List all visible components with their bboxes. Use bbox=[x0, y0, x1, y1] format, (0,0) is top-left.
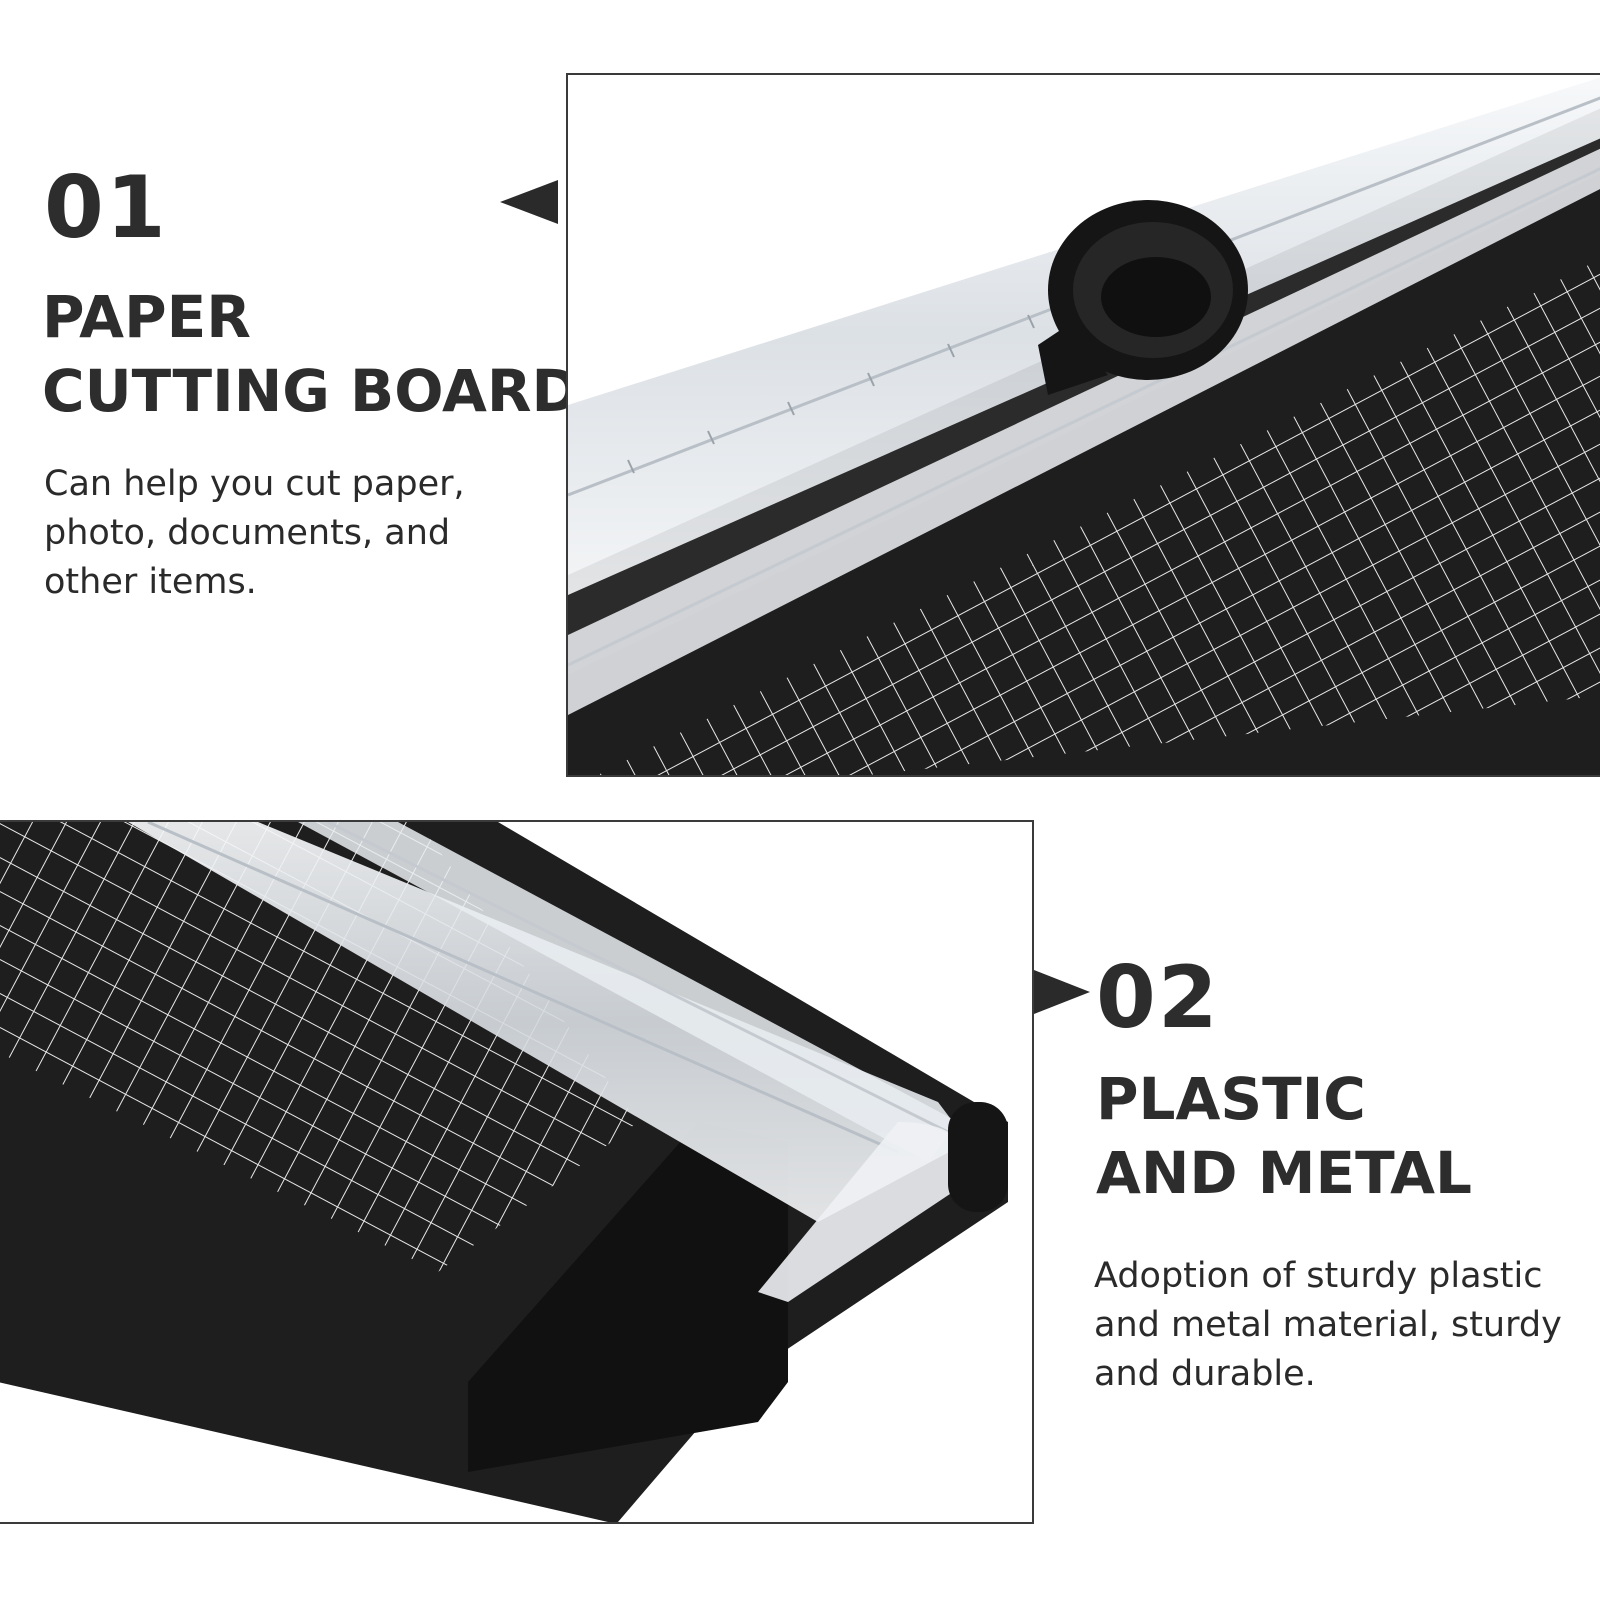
feature-title-line: CUTTING BOARD bbox=[42, 357, 580, 425]
photo-cutter-closeup bbox=[566, 73, 1600, 777]
feature-description-line: other items. bbox=[44, 562, 257, 602]
feature-description: Adoption of sturdy plastic and metal mat… bbox=[1094, 1252, 1562, 1399]
feature-description: Can help you cut paper, photo, documents… bbox=[44, 460, 465, 607]
feature-title: PAPER CUTTING BOARD bbox=[42, 280, 580, 428]
feature-description-line: and durable. bbox=[1094, 1354, 1316, 1394]
cutter-closeup-illustration bbox=[568, 75, 1600, 775]
pointer-right-icon bbox=[1034, 970, 1090, 1014]
feature-title: PLASTIC AND METAL bbox=[1096, 1062, 1472, 1210]
feature-title-line: AND METAL bbox=[1096, 1139, 1473, 1207]
feature-title-line: PAPER bbox=[42, 283, 251, 351]
feature-description-line: Can help you cut paper, bbox=[44, 464, 465, 504]
feature-title-line: PLASTIC bbox=[1096, 1065, 1366, 1133]
feature-number: 02 bbox=[1096, 948, 1220, 1048]
photo-board-end bbox=[0, 820, 1034, 1524]
feature-description-line: Adoption of sturdy plastic bbox=[1094, 1256, 1543, 1296]
pointer-left-icon bbox=[500, 180, 558, 224]
feature-number: 01 bbox=[44, 158, 168, 258]
board-end-illustration bbox=[0, 822, 1032, 1522]
feature-description-line: photo, documents, and bbox=[44, 513, 451, 553]
feature-description-line: and metal material, sturdy bbox=[1094, 1305, 1562, 1345]
